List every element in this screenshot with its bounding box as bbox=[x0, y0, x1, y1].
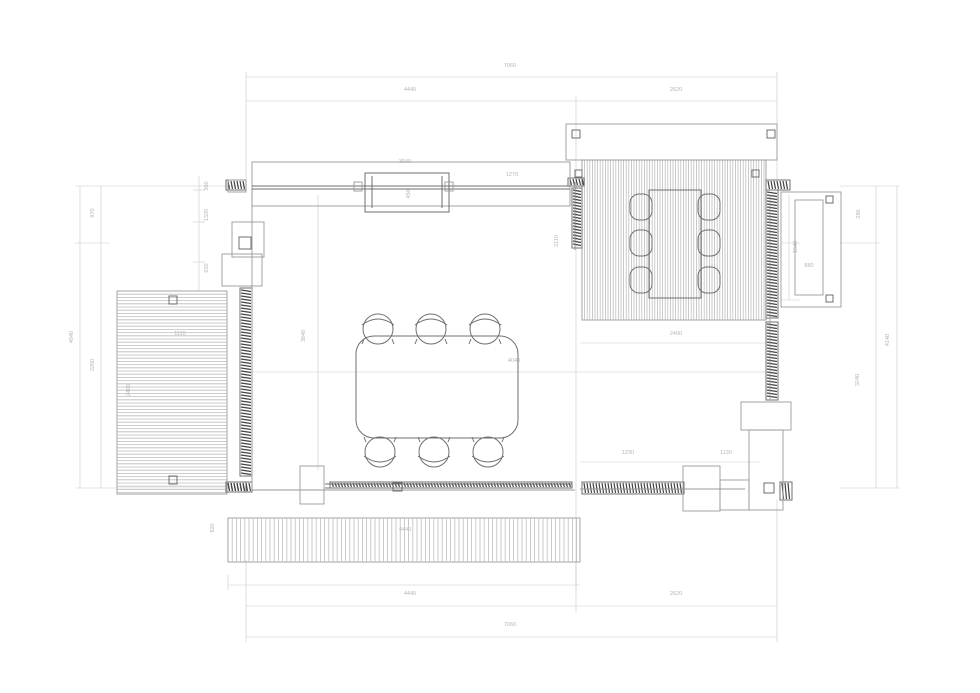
dining-table-small bbox=[648, 189, 702, 299]
dim-left-bottom: 4440 bbox=[404, 591, 416, 597]
dim-right-side-3: 3240 bbox=[855, 374, 861, 386]
dim-right-far: 280 bbox=[856, 209, 862, 218]
dim-total-bottom: 7060 bbox=[504, 622, 516, 628]
deck-left bbox=[116, 290, 228, 495]
dim-right-side-1: 1540 bbox=[793, 241, 799, 253]
wall-top-right bbox=[567, 177, 585, 249]
dimension-lines bbox=[75, 72, 900, 642]
dim-bottom-mid-2: 1130 bbox=[720, 450, 732, 456]
dim-bottom-deck-w: 4440 bbox=[399, 527, 411, 533]
dim-left-side-2: 1320 bbox=[204, 209, 210, 221]
dining-table-large bbox=[355, 335, 519, 439]
dim-bottom-deck-h: 820 bbox=[210, 523, 216, 532]
dim-left-side-4: 970 bbox=[90, 208, 96, 217]
dim-interior-depth: 3840 bbox=[301, 330, 307, 342]
dim-deck-left-w: 1110 bbox=[174, 331, 185, 337]
dimension-labels: 7060 4440 2620 3040 1270 450 360 1320 65… bbox=[69, 63, 891, 628]
dim-right-total: 4140 bbox=[885, 334, 891, 346]
dim-deck-right-w: 2400 bbox=[670, 331, 682, 337]
dim-left-top: 4440 bbox=[404, 87, 416, 93]
dim-left-total: 4040 bbox=[69, 331, 75, 343]
dim-right-bottom: 2620 bbox=[670, 591, 682, 597]
dim-bottom-mid-1: 1230 bbox=[622, 450, 634, 456]
dim-total-top: 7060 bbox=[504, 63, 516, 69]
dim-room-right-depth: 2110 bbox=[554, 235, 560, 247]
walls bbox=[168, 123, 842, 512]
dim-interior-width: 4040 bbox=[508, 358, 520, 364]
dim-left-side-3: 650 bbox=[204, 263, 210, 272]
dim-left-lower: 2260 bbox=[90, 359, 96, 371]
dim-left-side-1: 360 bbox=[204, 181, 210, 190]
chairs-large bbox=[361, 313, 505, 468]
dim-wall-top-right: 1270 bbox=[506, 172, 518, 178]
wall-left bbox=[225, 179, 253, 493]
dim-right-side-2: 880 bbox=[804, 263, 813, 269]
deck-right bbox=[581, 159, 767, 321]
wall-right bbox=[765, 179, 793, 501]
chairs-small bbox=[629, 193, 721, 294]
dim-right-top: 2620 bbox=[670, 87, 682, 93]
dim-window-top: 450 bbox=[406, 189, 412, 198]
deck-bottom bbox=[227, 517, 581, 563]
